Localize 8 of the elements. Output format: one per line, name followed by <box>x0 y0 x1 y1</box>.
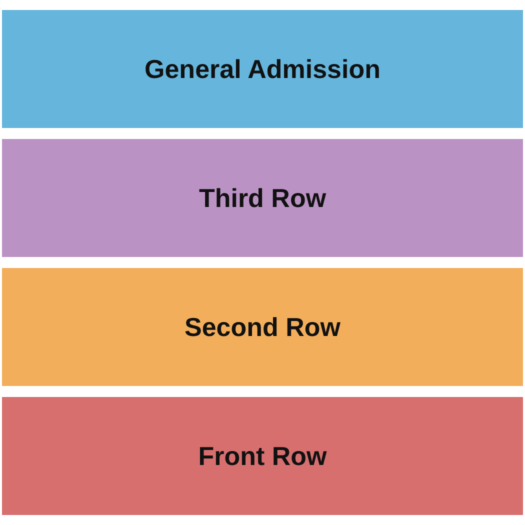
seating-section <box>2 139 523 257</box>
seating-section <box>2 268 523 386</box>
section-label: Third Row <box>198 182 326 214</box>
section-label: Front Row <box>198 440 327 472</box>
seating-section <box>2 397 523 515</box>
section-label: General Admission <box>144 54 380 84</box>
seating-section <box>2 10 523 128</box>
section-label: Second Row <box>184 312 340 342</box>
